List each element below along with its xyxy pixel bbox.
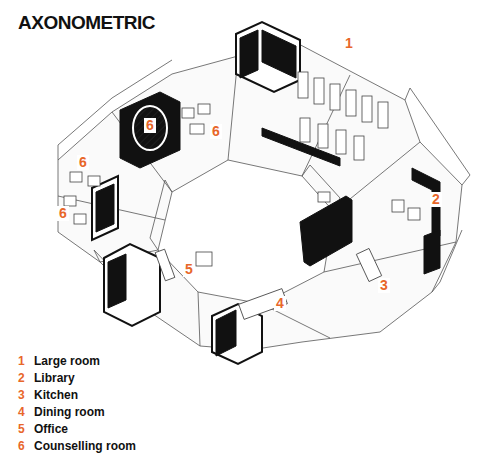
legend-text: Library xyxy=(34,371,75,385)
legend-number: 2 xyxy=(18,371,25,385)
callout-number: 6 xyxy=(77,155,89,170)
legend-text: Kitchen xyxy=(34,388,78,402)
legend-number: 1 xyxy=(18,354,25,368)
callout-number: 6 xyxy=(210,124,222,139)
outer-outline xyxy=(58,42,462,350)
callout-number: 4 xyxy=(274,296,286,311)
legend-number: 4 xyxy=(18,405,25,419)
legend-text: Counselling room xyxy=(34,439,136,453)
callout-number: 6 xyxy=(144,118,156,133)
callout-number: 2 xyxy=(430,192,442,207)
legend-number: 6 xyxy=(18,439,25,453)
drawing-title: AXONOMETRIC xyxy=(18,12,155,34)
callout-number: 6 xyxy=(57,206,69,221)
callout-number: 3 xyxy=(378,278,390,293)
legend-text: Dining room xyxy=(34,405,105,419)
legend-number: 3 xyxy=(18,388,25,402)
callout-number: 5 xyxy=(183,262,195,277)
legend-text: Large room xyxy=(34,354,100,368)
legend-number: 5 xyxy=(18,422,25,436)
callout-number: 1 xyxy=(343,36,355,51)
legend-text: Office xyxy=(34,422,68,436)
